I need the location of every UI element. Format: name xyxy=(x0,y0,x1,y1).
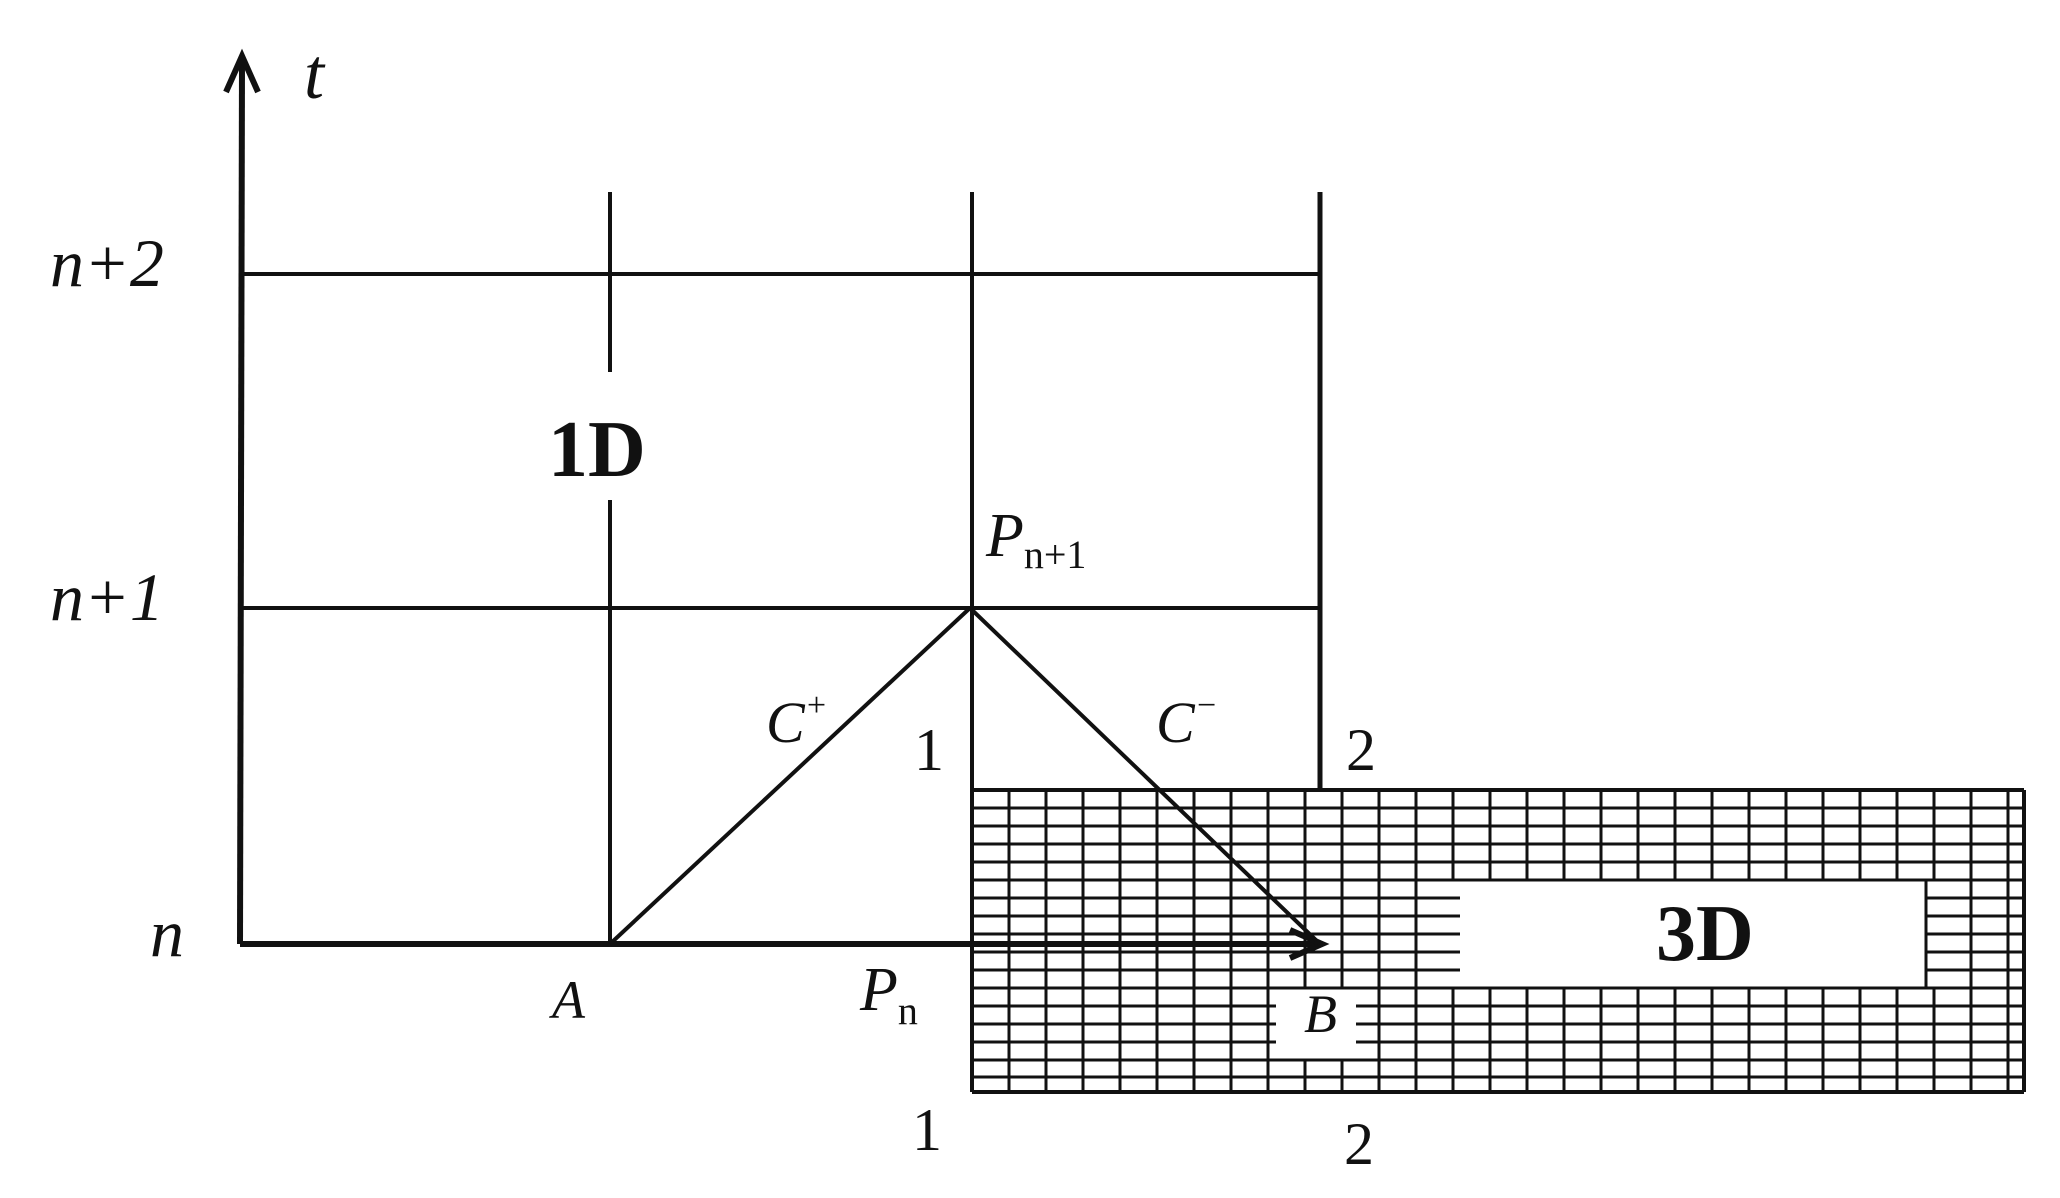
level-label-n: n xyxy=(150,895,184,971)
point-label-p-n+1: Pn+1 xyxy=(985,502,1086,577)
characteristic-c-minus-line xyxy=(968,606,1322,946)
point-label-p-n: Pn xyxy=(859,956,918,1033)
space-axis-arrowhead xyxy=(1288,927,1330,961)
level-label-n+1: n+1 xyxy=(50,559,164,635)
characteristic-label-c-plus: C+ xyxy=(766,687,828,755)
characteristic-label-c-minus: C− xyxy=(1156,687,1218,755)
level-label-n+2: n+2 xyxy=(50,225,164,301)
time-axis-label: t xyxy=(304,34,326,114)
3d-mesh-grid xyxy=(970,788,2026,1094)
node-label-upper-2: 2 xyxy=(1346,717,1376,783)
region-label-3d: 3D xyxy=(1656,890,1754,978)
point-label-b: B xyxy=(1304,984,1337,1044)
node-label-lower-2: 2 xyxy=(1344,1111,1374,1177)
node-label-lower-1: 1 xyxy=(912,1097,942,1163)
region-label-1d: 1D xyxy=(548,406,646,494)
characteristic-c-plus-line xyxy=(608,606,972,946)
1d-grid xyxy=(223,48,1330,961)
time-axis-arrowhead xyxy=(223,48,261,94)
node-label-upper-1: 1 xyxy=(914,717,944,783)
labels: t n+2 n+1 n 1D 3D Pn+1 Pn A B C+ C− 1 2 … xyxy=(50,34,1754,1177)
time-axis xyxy=(237,59,245,945)
point-label-a: A xyxy=(549,970,586,1030)
